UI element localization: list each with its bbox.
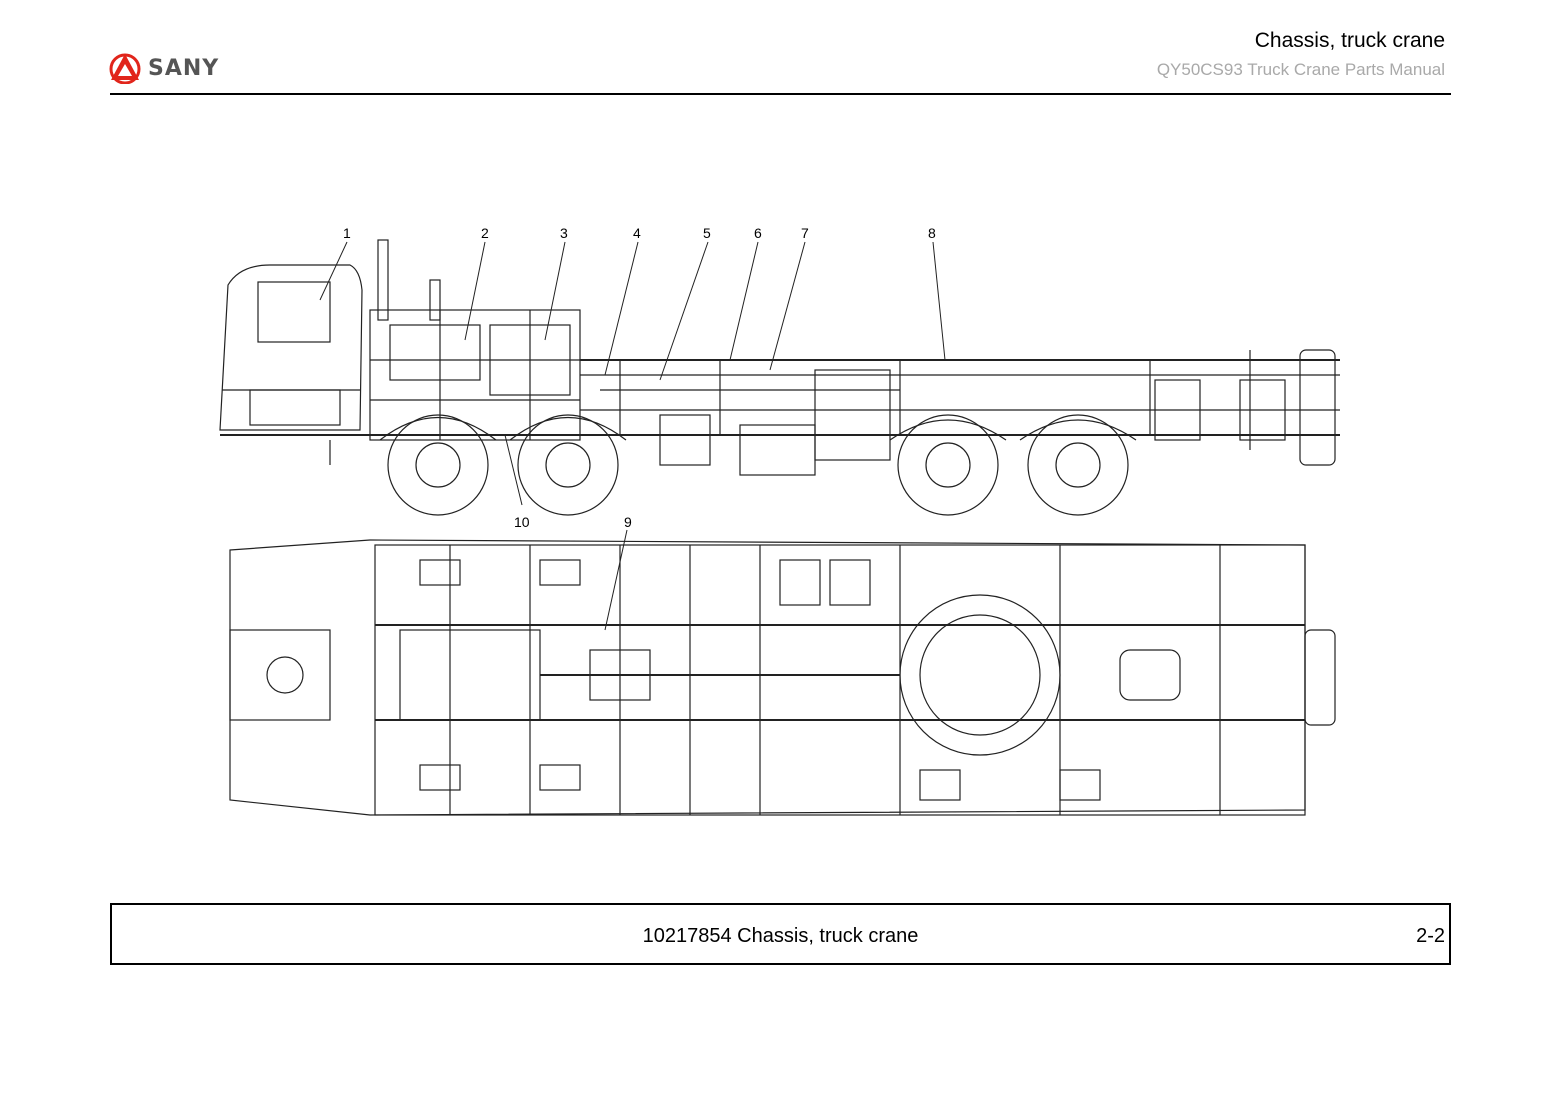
callout-3: 3 bbox=[560, 225, 568, 241]
top-view bbox=[229, 539, 1336, 816]
caption-box: 10217854 Chassis, truck crane 2-2 bbox=[110, 903, 1451, 965]
callout-9: 9 bbox=[624, 514, 632, 530]
callout-5: 5 bbox=[703, 225, 711, 241]
callout-1: 1 bbox=[343, 225, 351, 241]
manual-subtitle: QY50CS93 Truck Crane Parts Manual bbox=[1156, 60, 1445, 79]
callout-2: 2 bbox=[481, 225, 489, 241]
callout-leaders bbox=[319, 241, 946, 631]
sany-logo: SANY bbox=[108, 52, 219, 84]
drawing-caption: 10217854 Chassis, truck crane bbox=[642, 925, 919, 947]
callout-4: 4 bbox=[633, 225, 641, 241]
page-title: Chassis, truck crane bbox=[1254, 29, 1445, 52]
callout-7: 7 bbox=[801, 225, 809, 241]
logo-wordmark: SANY bbox=[148, 55, 220, 81]
callout-10: 10 bbox=[514, 514, 530, 530]
callout-8: 8 bbox=[928, 225, 936, 241]
header-divider bbox=[110, 93, 1451, 95]
page-number: 2-2 bbox=[1416, 925, 1445, 947]
callout-6: 6 bbox=[754, 225, 762, 241]
chassis-drawing: 1 2 3 4 5 6 7 8 9 10 bbox=[219, 225, 1340, 816]
sany-logo-icon bbox=[109, 53, 141, 84]
side-view bbox=[219, 239, 1340, 516]
